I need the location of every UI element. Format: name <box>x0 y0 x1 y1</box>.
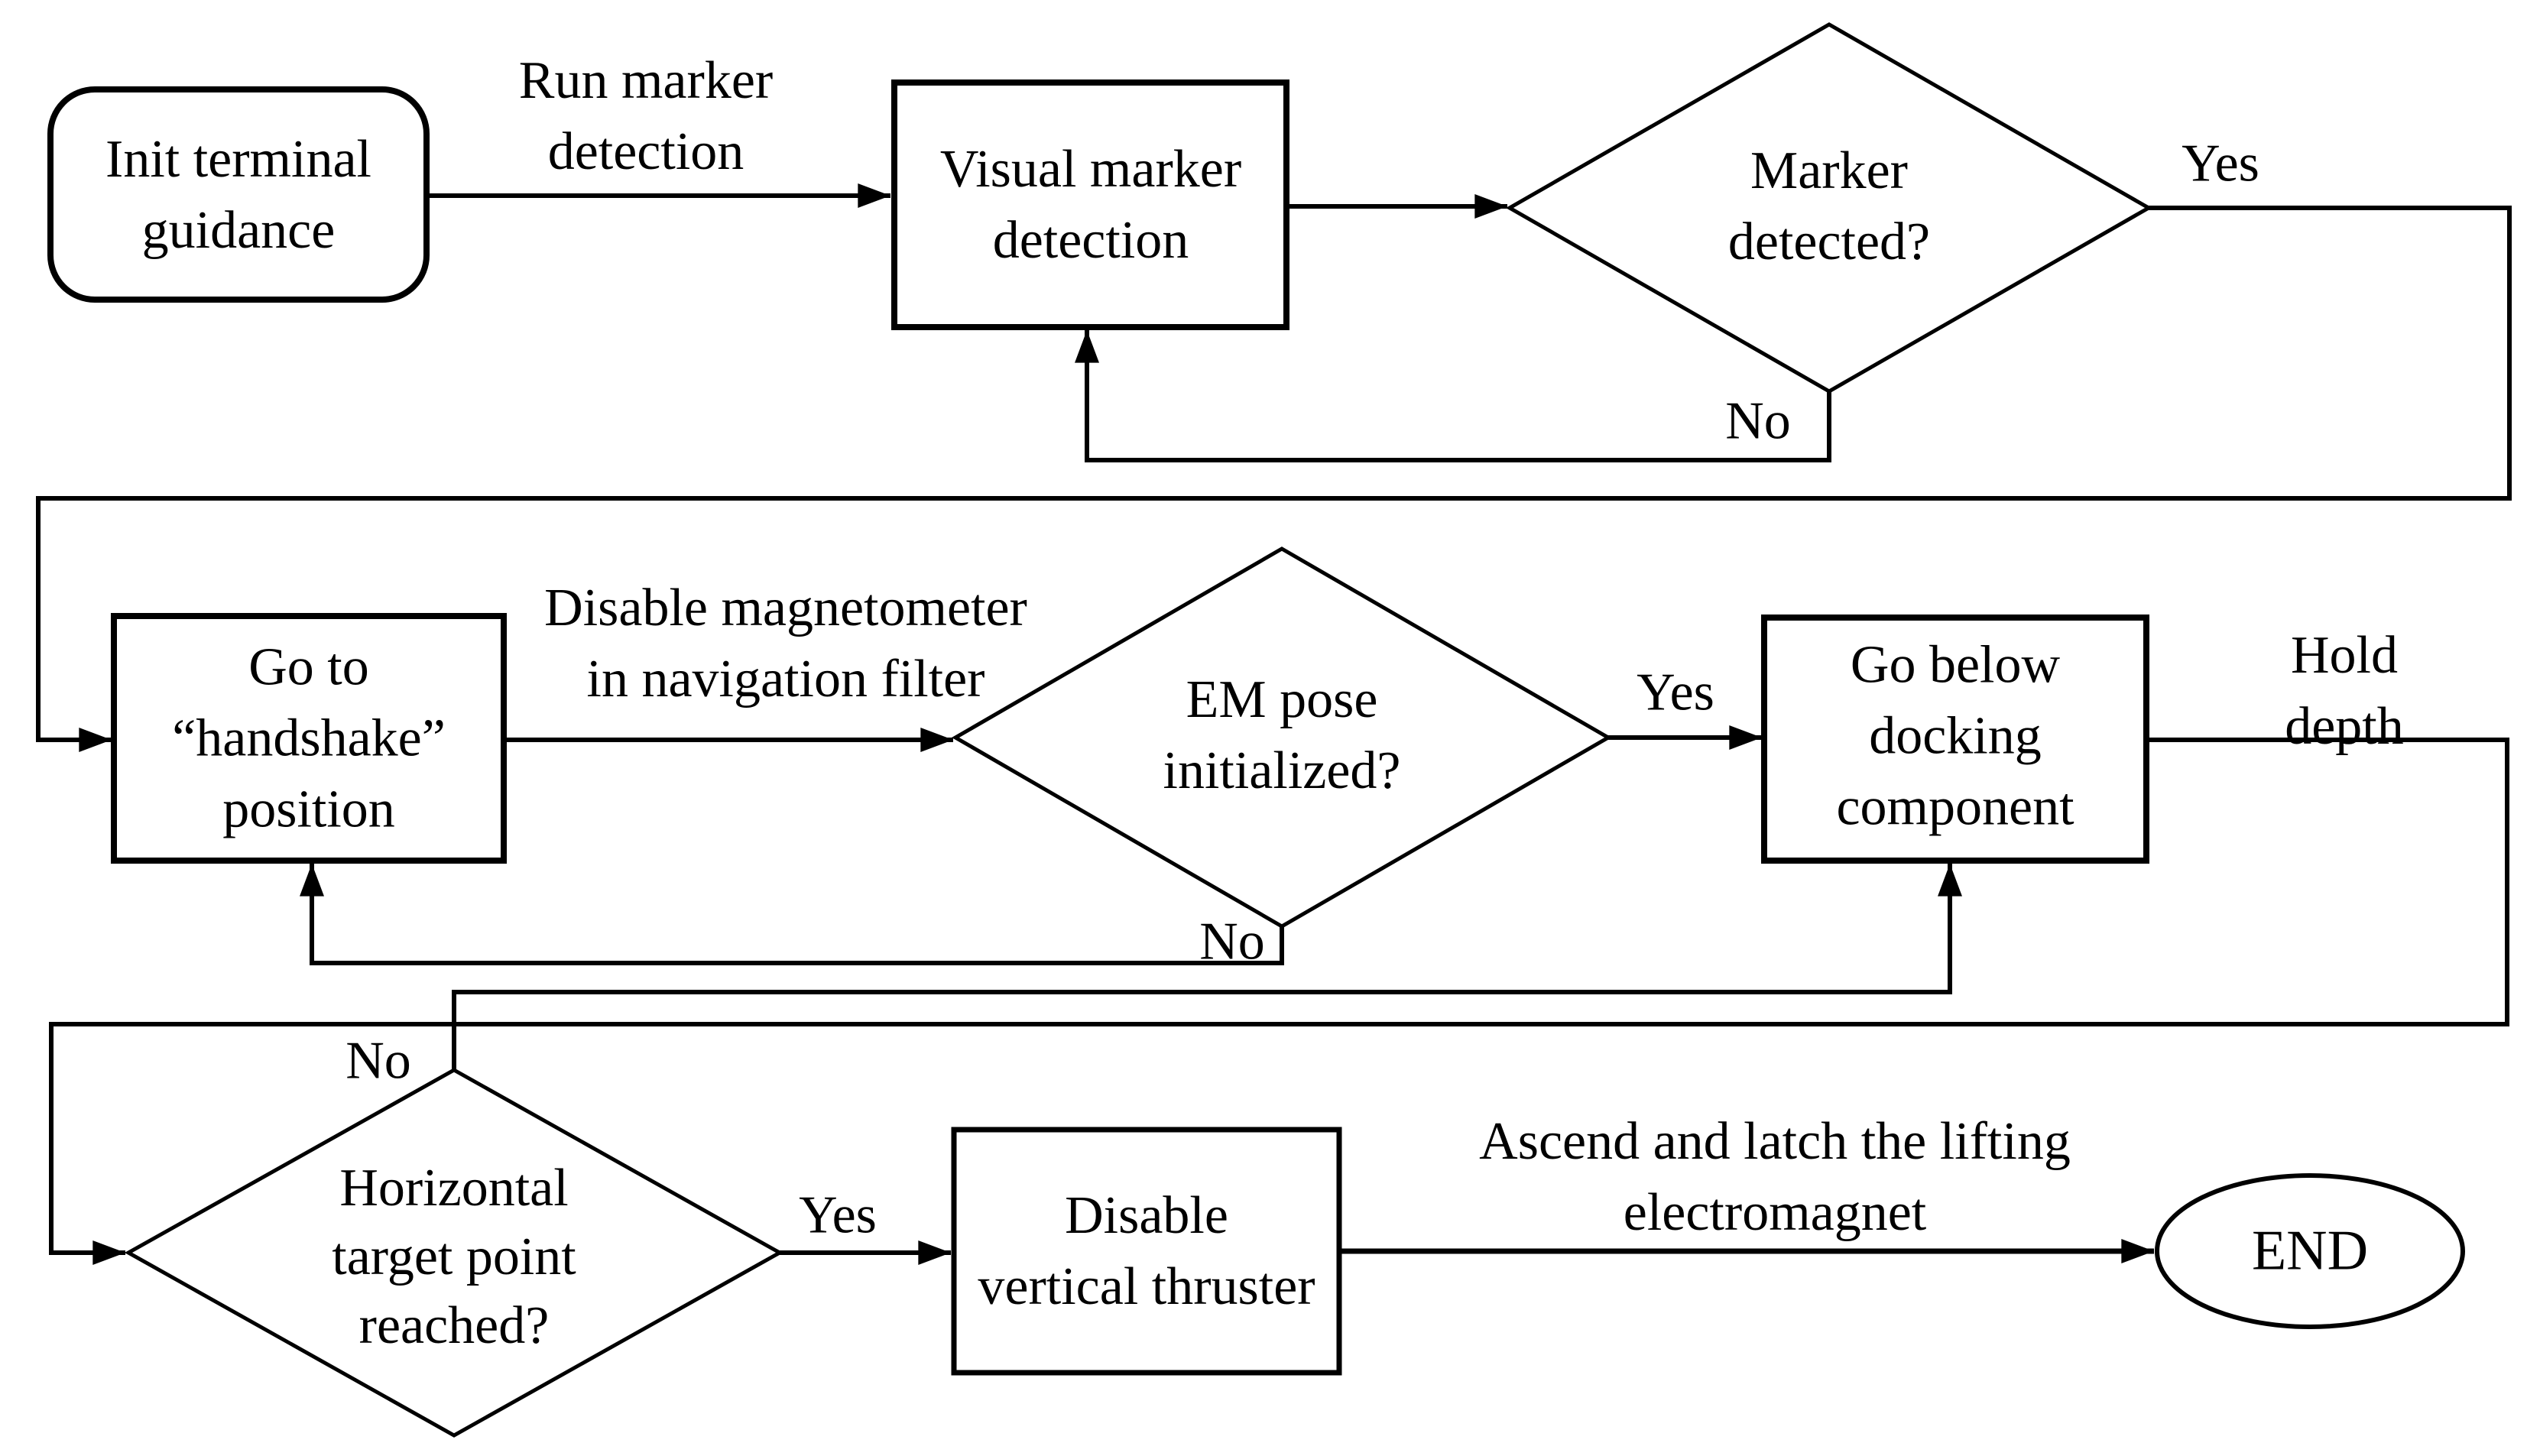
node-horizontal-target-label: Horizontal target point reached? <box>332 1159 576 1355</box>
edge-label-disable-magnetometer: Disable magnetometer in navigation filte… <box>544 579 1027 709</box>
edge-label-no-marker-detected: No <box>1725 391 1791 451</box>
edge-label-run-marker-detection: Run marker detection <box>518 51 774 181</box>
node-thruster-shape <box>951 1127 1342 1376</box>
edge-label-yes-marker-detected: Yes <box>2182 134 2259 193</box>
edge-label-yes-horizontal-target: Yes <box>799 1185 877 1245</box>
edge-horizontal-target-no-to-docking <box>452 863 1962 1070</box>
node-init-shape <box>47 86 430 303</box>
edge-marker-detected-no-to-visual <box>1075 329 1831 462</box>
edge-docking-hold-depth-to-horizontal-target <box>49 738 2509 1265</box>
node-visual-label: Visual marker detection <box>939 140 1242 270</box>
node-em-pose-label: EM pose initialized? <box>1163 670 1401 800</box>
node-handshake-shape <box>111 613 507 864</box>
node-thruster-label: Disable vertical thruster <box>978 1186 1315 1316</box>
node-marker-detected-label: Marker detected? <box>1727 141 1931 271</box>
edge-label-yes-em-pose: Yes <box>1637 663 1714 722</box>
node-visual-shape <box>891 79 1289 330</box>
node-horizontal-target-shape <box>124 1068 784 1438</box>
node-docking-shape <box>1761 615 2149 864</box>
edge-label-hold-depth: Hold depth <box>2285 626 2404 756</box>
edge-marker-detected-yes-to-handshake <box>36 206 2512 752</box>
node-marker-detected-shape <box>1505 22 2153 394</box>
edge-label-no-horizontal-target: No <box>345 1031 411 1091</box>
edge-label-no-em-pose: No <box>1199 912 1265 971</box>
node-em-pose-shape <box>952 546 1612 929</box>
node-end-label: END <box>2251 1219 2369 1283</box>
node-handshake-label: Go to “handshake” position <box>172 637 446 839</box>
node-docking-label: Go below docking component <box>1836 635 2074 837</box>
edge-em-pose-no-to-handshake <box>300 863 1284 965</box>
node-end-shape <box>2155 1173 2465 1329</box>
node-init-label: Init terminal guidance <box>105 130 371 260</box>
edge-label-ascend-and-latch: Ascend and latch the lifting electromagn… <box>1479 1112 2071 1242</box>
